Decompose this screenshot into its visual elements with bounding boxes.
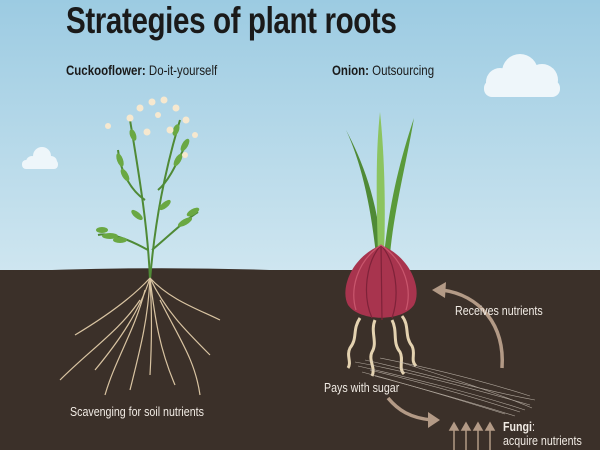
cloud-icon — [484, 54, 560, 97]
cuckooflower-name: Cuckooflower: — [66, 62, 146, 78]
cuckooflower-flowers — [105, 96, 198, 158]
arrow-head-icon — [428, 412, 440, 428]
cuckooflower-roots — [59, 277, 221, 396]
fungi-label: Fungi:acquire nutrients — [503, 420, 582, 448]
fungi-action: acquire nutrients — [503, 433, 582, 448]
fungi-name: Fungi — [503, 419, 533, 434]
receives-nutrients-label: Receives nutrients — [455, 303, 543, 318]
fungi-colon: : — [532, 419, 535, 434]
cuckooflower-strategy: Do-it-yourself — [148, 62, 218, 78]
pays-with-sugar-label: Pays with sugar — [324, 380, 400, 395]
onion-heading: Onion: Outsourcing — [332, 62, 434, 78]
onion-strategy: Outsourcing — [372, 62, 435, 78]
cuckooflower-caption: Scavenging for soil nutrients — [70, 404, 204, 419]
cuckooflower-heading: Cuckooflower: Do-it-yourself — [66, 62, 217, 78]
soil-background — [0, 270, 600, 450]
arrow-head-icon — [432, 282, 446, 298]
onion-name: Onion: — [332, 62, 369, 78]
cuckooflower-leaves — [96, 124, 200, 243]
nutrient-up-arrows — [448, 421, 496, 450]
ground-line — [0, 268, 600, 276]
cloud-icon — [22, 147, 58, 169]
onion-leaves — [346, 112, 414, 255]
cycle-arrows — [386, 288, 504, 422]
fungal-hyphae — [354, 357, 536, 417]
onion-roots — [346, 315, 418, 377]
page-title: Strategies of plant roots — [66, 0, 397, 41]
onion-bulb — [345, 244, 417, 321]
